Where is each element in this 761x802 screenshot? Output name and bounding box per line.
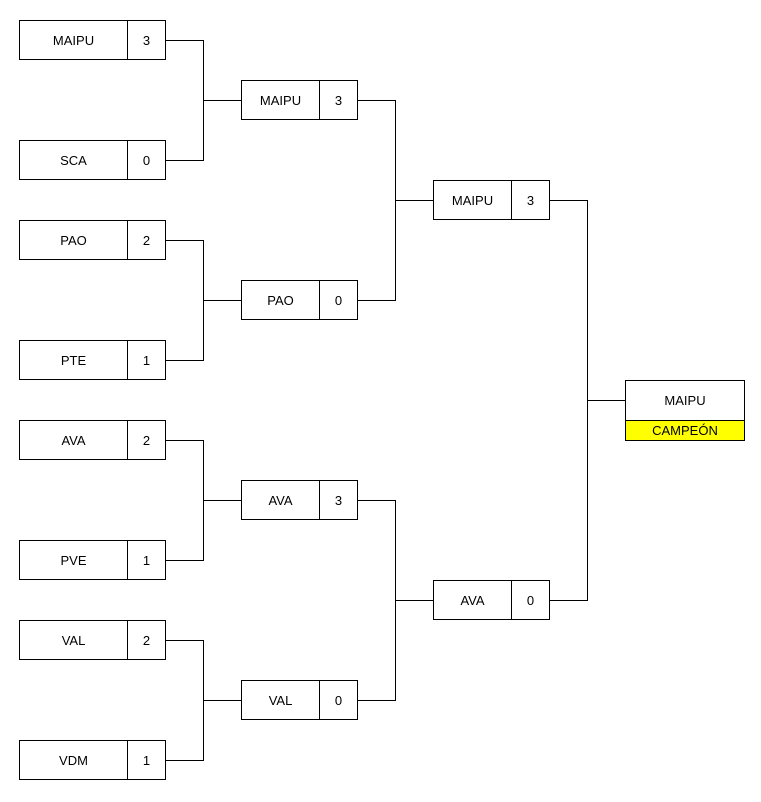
connector-line bbox=[358, 500, 396, 501]
connector-line bbox=[166, 760, 204, 761]
team-name: SCA bbox=[60, 152, 87, 168]
r2-match-box: PAO 0 bbox=[241, 280, 358, 320]
champion-box: MAIPU CAMPEÓN bbox=[625, 380, 745, 441]
team-name: VAL bbox=[268, 692, 293, 708]
team-name: PTE bbox=[60, 352, 87, 368]
r1-match-box: PTE 1 bbox=[19, 340, 166, 380]
team-score: 1 bbox=[127, 741, 165, 779]
team-score: 3 bbox=[319, 81, 357, 119]
team-name: AVA bbox=[61, 432, 86, 448]
connector-line bbox=[395, 600, 433, 601]
team-score: 3 bbox=[511, 181, 549, 219]
team-score: 0 bbox=[319, 281, 357, 319]
connector-line bbox=[166, 560, 204, 561]
connector-line bbox=[166, 240, 204, 241]
team-score: 3 bbox=[319, 481, 357, 519]
team-score: 1 bbox=[127, 541, 165, 579]
final-match-box: AVA 0 bbox=[433, 580, 550, 620]
team-score: 2 bbox=[127, 421, 165, 459]
final-match-box: MAIPU 3 bbox=[433, 180, 550, 220]
team-name: MAIPU bbox=[451, 192, 494, 208]
connector-line bbox=[203, 100, 241, 101]
connector-line bbox=[358, 100, 396, 101]
team-name: AVA bbox=[268, 492, 293, 508]
team-name: MAIPU bbox=[52, 32, 95, 48]
team-score: 0 bbox=[511, 581, 549, 619]
connector-line bbox=[166, 440, 204, 441]
r1-match-box: AVA 2 bbox=[19, 420, 166, 460]
team-score: 2 bbox=[127, 621, 165, 659]
team-score: 0 bbox=[319, 681, 357, 719]
team-name: AVA bbox=[460, 592, 485, 608]
team-name: PAO bbox=[60, 232, 87, 248]
r1-match-box: VAL 2 bbox=[19, 620, 166, 660]
connector-line bbox=[358, 700, 396, 701]
team-name: PVE bbox=[60, 552, 87, 568]
connector-line bbox=[166, 40, 204, 41]
connector-line bbox=[587, 400, 625, 401]
connector-line bbox=[550, 200, 588, 201]
connector-line bbox=[166, 640, 204, 641]
team-score: 0 bbox=[127, 141, 165, 179]
connector-line bbox=[166, 360, 204, 361]
team-score: 1 bbox=[127, 341, 165, 379]
connector-line bbox=[203, 300, 241, 301]
connector-line bbox=[358, 300, 396, 301]
r1-match-box: PAO 2 bbox=[19, 220, 166, 260]
r2-match-box: MAIPU 3 bbox=[241, 80, 358, 120]
connector-line bbox=[550, 600, 588, 601]
r2-match-box: AVA 3 bbox=[241, 480, 358, 520]
r1-match-box: SCA 0 bbox=[19, 140, 166, 180]
team-score: 2 bbox=[127, 221, 165, 259]
champion-label: CAMPEÓN bbox=[626, 421, 744, 440]
team-name: VDM bbox=[59, 752, 88, 768]
connector-line bbox=[203, 500, 241, 501]
r1-match-box: MAIPU 3 bbox=[19, 20, 166, 60]
team-name: MAIPU bbox=[259, 92, 302, 108]
connector-line bbox=[166, 160, 204, 161]
r2-match-box: VAL 0 bbox=[241, 680, 358, 720]
team-score: 3 bbox=[127, 21, 165, 59]
connector-line bbox=[203, 700, 241, 701]
r1-match-box: VDM 1 bbox=[19, 740, 166, 780]
team-name: VAL bbox=[61, 632, 86, 648]
team-name: PAO bbox=[267, 292, 294, 308]
connector-line bbox=[395, 200, 433, 201]
champion-name: MAIPU bbox=[626, 381, 744, 421]
r1-match-box: PVE 1 bbox=[19, 540, 166, 580]
